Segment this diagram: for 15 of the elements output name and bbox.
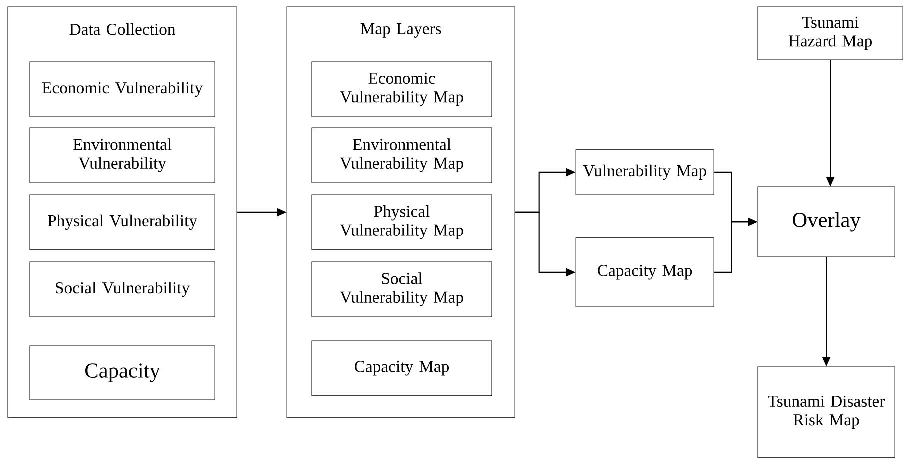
process-box: Social Vulnerability (30, 262, 216, 318)
process-box: Capacity Map (576, 238, 714, 308)
process-box: Vulnerability Map (576, 150, 714, 196)
process-box: Environmental Vulnerability (30, 128, 216, 184)
process-box: Tsunami Disaster Risk Map (758, 366, 896, 458)
process-box: Environmental Vulnerability Map (312, 128, 492, 184)
process-box: Capacity (30, 346, 216, 400)
process-box: Physical Vulnerability Map (312, 194, 492, 250)
process-box: Economic Vulnerability (30, 62, 216, 118)
process-box: Tsunami Hazard Map (758, 6, 904, 60)
process-box: Capacity Map (312, 340, 492, 396)
process-box: Social Vulnerability Map (312, 262, 492, 318)
process-box: Economic Vulnerability Map (312, 62, 492, 118)
process-box: Physical Vulnerability (30, 194, 216, 250)
process-box: Overlay (758, 186, 896, 258)
